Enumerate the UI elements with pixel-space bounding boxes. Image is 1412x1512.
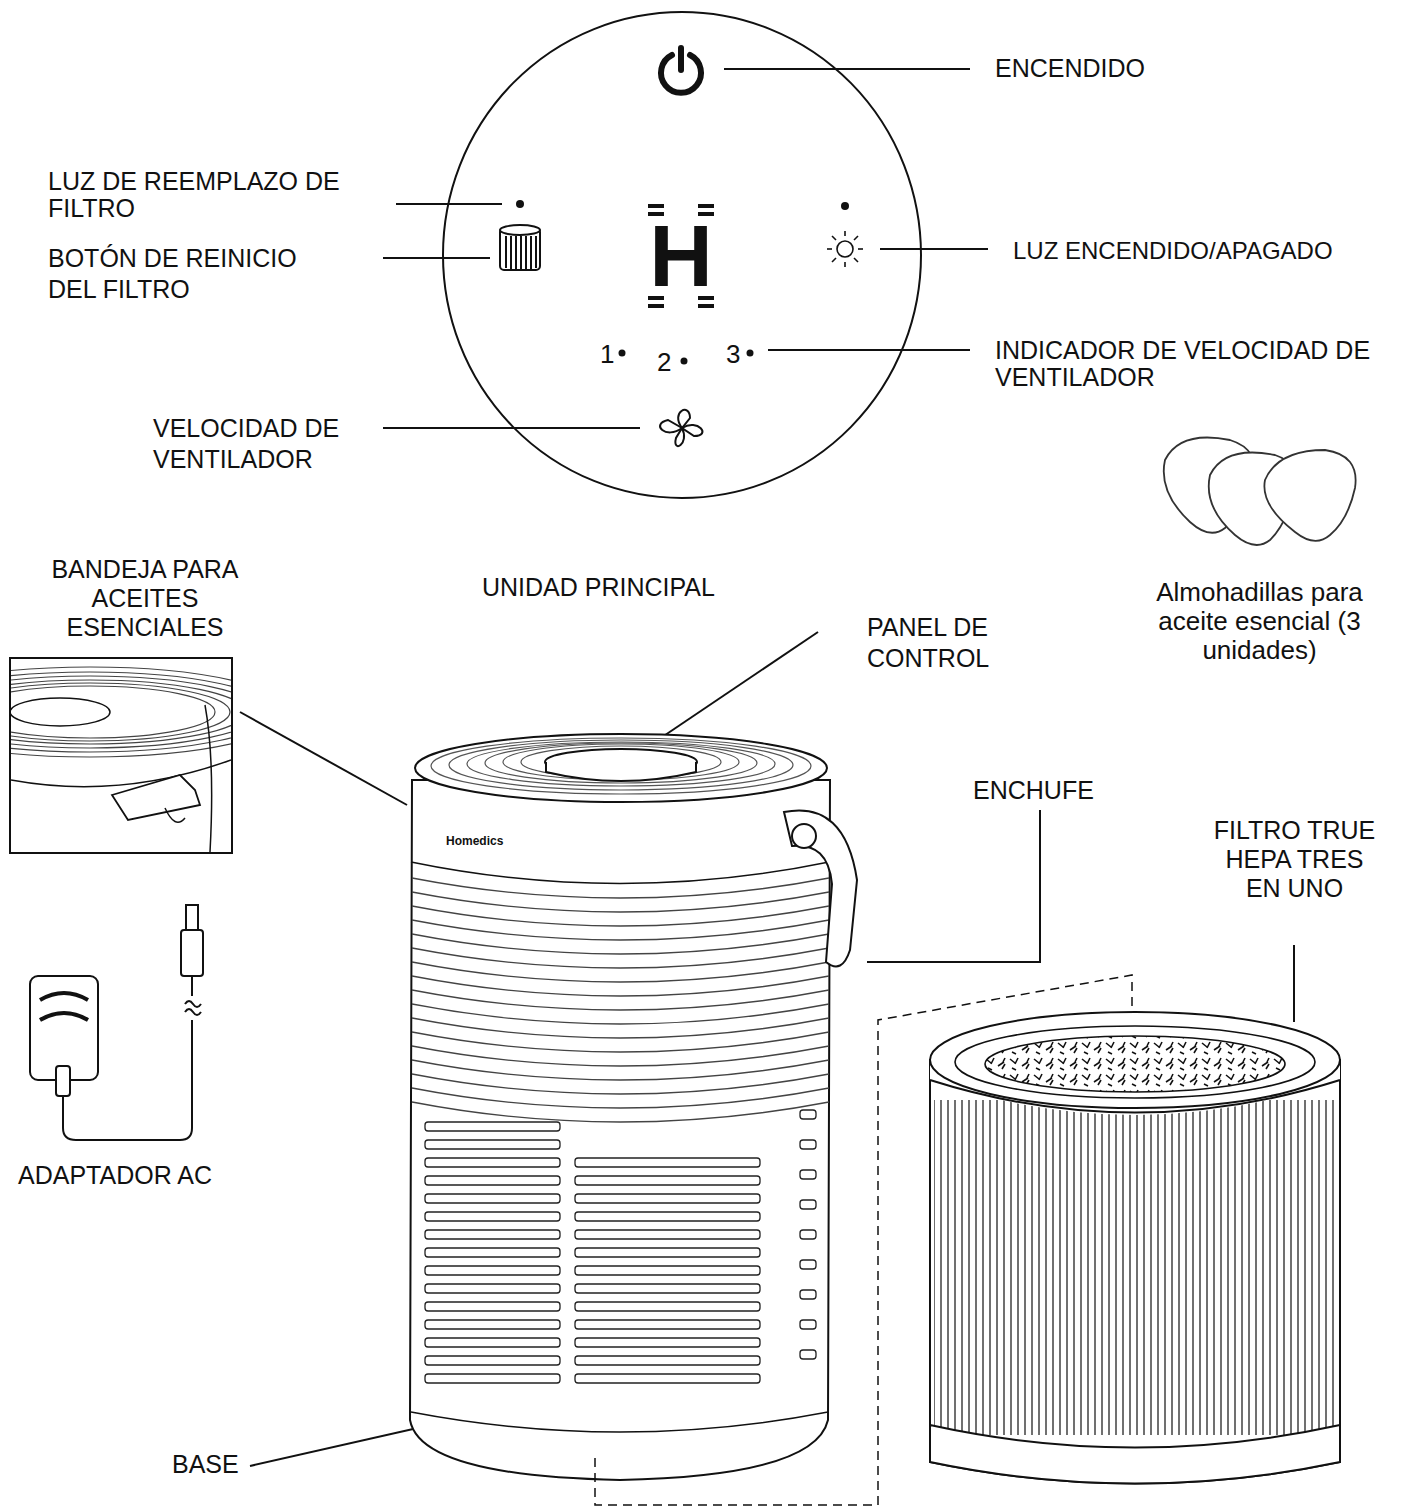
panel-icons — [500, 48, 863, 446]
part-label: ENCHUFE — [973, 776, 1094, 805]
part-label: Almohadillas para aceite esencial (3 uni… — [1122, 578, 1397, 665]
part-label: LUZ DE REEMPLAZO DE FILTRO — [48, 168, 348, 222]
speed-number: 3 — [726, 340, 740, 368]
part-label: FILTRO TRUE HEPA TRES EN UNO — [1212, 816, 1377, 903]
brand-logo: H — [611, 208, 751, 304]
part-label: BANDEJA PARA ACEITES ESENCIALES — [40, 555, 250, 642]
oil-pads — [1164, 438, 1356, 545]
brand-name: Homedics — [446, 834, 503, 848]
part-label: LUZ ENCENDIDO/APAGADO — [1013, 236, 1333, 265]
panel-circle — [443, 12, 921, 498]
part-label: PANEL DE CONTROL — [867, 612, 1017, 674]
part-label: VELOCIDAD DE VENTILADOR — [153, 413, 378, 475]
tray-inset — [0, 658, 290, 853]
speed-number: 1 — [600, 340, 614, 368]
part-label: INDICADOR DE VELOCIDAD DE VENTILADOR — [995, 337, 1390, 391]
part-label: ENCENDIDO — [995, 54, 1145, 83]
part-label: UNIDAD PRINCIPAL — [482, 573, 715, 602]
speed-number: 2 — [657, 348, 671, 376]
part-label: ADAPTADOR AC — [18, 1161, 212, 1190]
part-label: BOTÓN DE REINICIO DEL FILTRO — [48, 243, 348, 305]
hepa-filter — [930, 1012, 1340, 1484]
part-label: BASE — [172, 1450, 239, 1479]
ac-adapter — [30, 905, 203, 1140]
